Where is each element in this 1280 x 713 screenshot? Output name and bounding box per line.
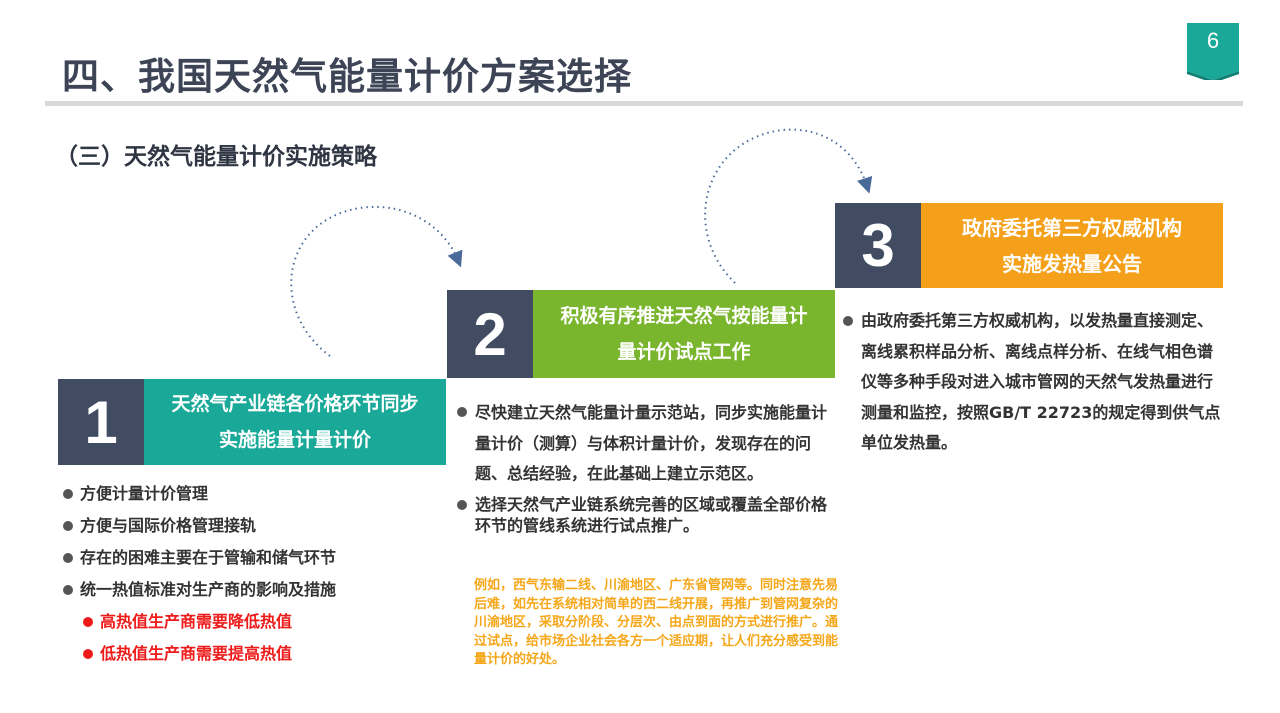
step-1-heading-line: 实施能量计量计价 [218, 429, 371, 451]
slide-title: 四、我国天然气能量计价方案选择 [62, 55, 632, 98]
step-1-bullets: 方便计量计价管理 方便与国际价格管理接轨 存在的困难主要在于管输和储气环节 统一… [63, 483, 336, 675]
step-3-bullets: 由政府委托第三方权威机构，以发热量直接测定、离线累积样品分析、离线点样分析、在线… [843, 306, 1225, 459]
step-2-bullets: 尽快建立天然气能量计量示范站，同步实施能量计量计价（测算）与体积计量计价，发现存… [457, 398, 842, 536]
page-badge-icon [1187, 23, 1239, 80]
list-item: 尽快建立天然气能量计量示范站，同步实施能量计量计价（测算）与体积计量计价，发现存… [457, 398, 842, 490]
step-1-number: 1 [58, 379, 144, 465]
step-3-number: 3 [835, 203, 921, 288]
step-3-heading-line: 政府委托第三方权威机构 [962, 215, 1182, 240]
step-1-heading: 天然气产业链各价格环节同步 实施能量计量计价 [144, 379, 446, 465]
step-2-number: 2 [447, 290, 533, 378]
list-item: 选择天然气产业链系统完善的区域或覆盖全部价格环节的管线系统进行试点推广。 [457, 494, 842, 536]
sub-list-item: 低热值生产商需要提高热值 [83, 643, 336, 664]
title-divider [45, 101, 1243, 106]
arrow-1-to-2 [290, 205, 463, 357]
step-2-heading-line: 积极有序推进天然气按能量计 [560, 305, 808, 327]
step-3-heading: 政府委托第三方权威机构 实施发热量公告 [921, 203, 1223, 288]
step-2-heading-line: 量计价试点工作 [617, 341, 751, 363]
sub-list-item: 高热值生产商需要降低热值 [83, 611, 336, 632]
section-subtitle: （三）天然气能量计价实施策略 [55, 144, 377, 170]
list-item: 由政府委托第三方权威机构，以发热量直接测定、离线累积样品分析、离线点样分析、在线… [843, 306, 1225, 459]
list-item: 方便计量计价管理 [63, 483, 336, 504]
list-item: 统一热值标准对生产商的影响及措施 [63, 579, 336, 600]
list-item: 存在的困难主要在于管输和储气环节 [63, 547, 336, 568]
step-2-heading: 积极有序推进天然气按能量计 量计价试点工作 [533, 290, 835, 378]
step-1-heading-line: 天然气产业链各价格环节同步 [171, 393, 419, 415]
page-number: 6 [1206, 28, 1220, 53]
step-2-example-note: 例如，西气东输二线、川渝地区、广东省管网等。同时注意先易后难，如先在系统相对简单… [474, 578, 839, 667]
step-3-heading-line: 实施发热量公告 [1002, 251, 1142, 276]
list-item: 方便与国际价格管理接轨 [63, 515, 336, 536]
